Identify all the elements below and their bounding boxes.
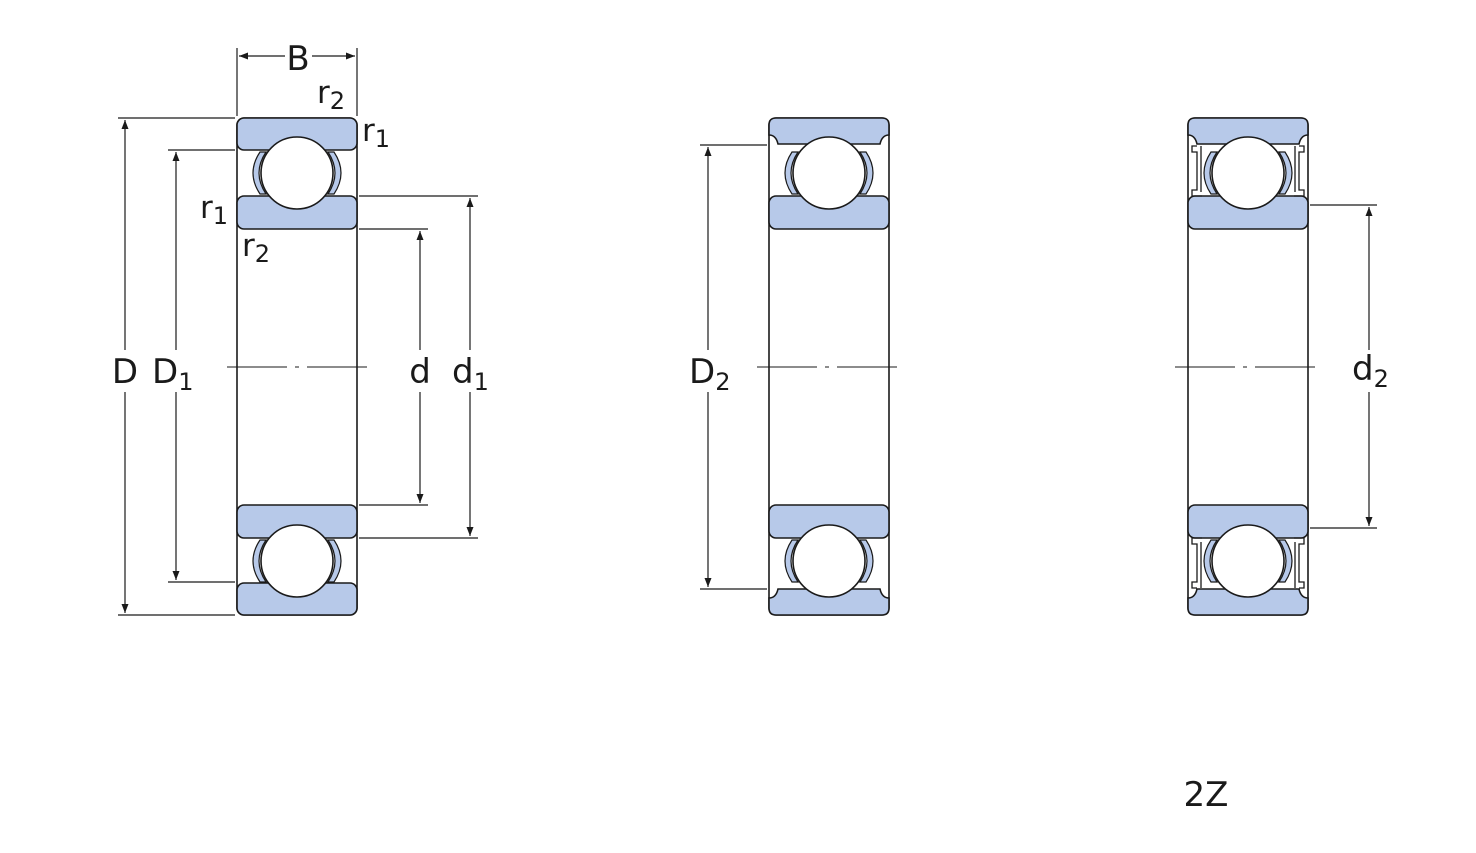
ball-bottom [1211,524,1285,598]
cage-right-bottom [858,539,874,583]
label-d-outer: D [112,352,138,392]
cage-right-top [326,151,342,195]
cage-left-top [1203,151,1219,195]
ball-top [792,136,866,210]
label-d1-inner: d1 [452,352,489,396]
label-d1-outer: D1 [152,352,193,396]
label-r1-left: r1 [200,190,228,230]
cage-left-bottom [1203,539,1219,583]
bearing-view-shielded: d2 2Z [1175,117,1389,815]
shield-right-bottom [1294,537,1305,589]
cage-left-bottom [252,539,268,583]
label-r2-left: r2 [242,228,270,268]
shield-left-top [1191,145,1202,197]
outer-ring-bottom [1187,588,1309,616]
bearing-view-grooved: D2 [689,117,900,616]
label-r1-top: r1 [362,113,390,153]
variant-label: 2Z [1184,775,1229,815]
cage-right-top [858,151,874,195]
cage-left-bottom [784,539,800,583]
bearing-view-open: B D D1 d d1 r2 r1 [112,39,489,616]
cage-right-bottom [326,539,342,583]
label-d2-inner: d2 [1352,349,1389,393]
shield-right-top [1294,145,1305,197]
cage-left-top [252,151,268,195]
label-b: B [286,39,309,79]
label-r2-top: r2 [317,75,345,115]
shield-left-bottom [1191,537,1202,589]
ball-top [1211,136,1285,210]
label-d2-outer: D2 [689,352,730,396]
ball-bottom [792,524,866,598]
label-bore-d: d [409,352,431,392]
ball-bottom [260,524,334,598]
cage-left-top [784,151,800,195]
cage-right-top [1277,151,1293,195]
cage-right-bottom [1277,539,1293,583]
outer-ring-top [1187,117,1309,145]
outer-ring-top [768,117,890,145]
outer-ring-bottom [768,588,890,616]
ball-top [260,136,334,210]
